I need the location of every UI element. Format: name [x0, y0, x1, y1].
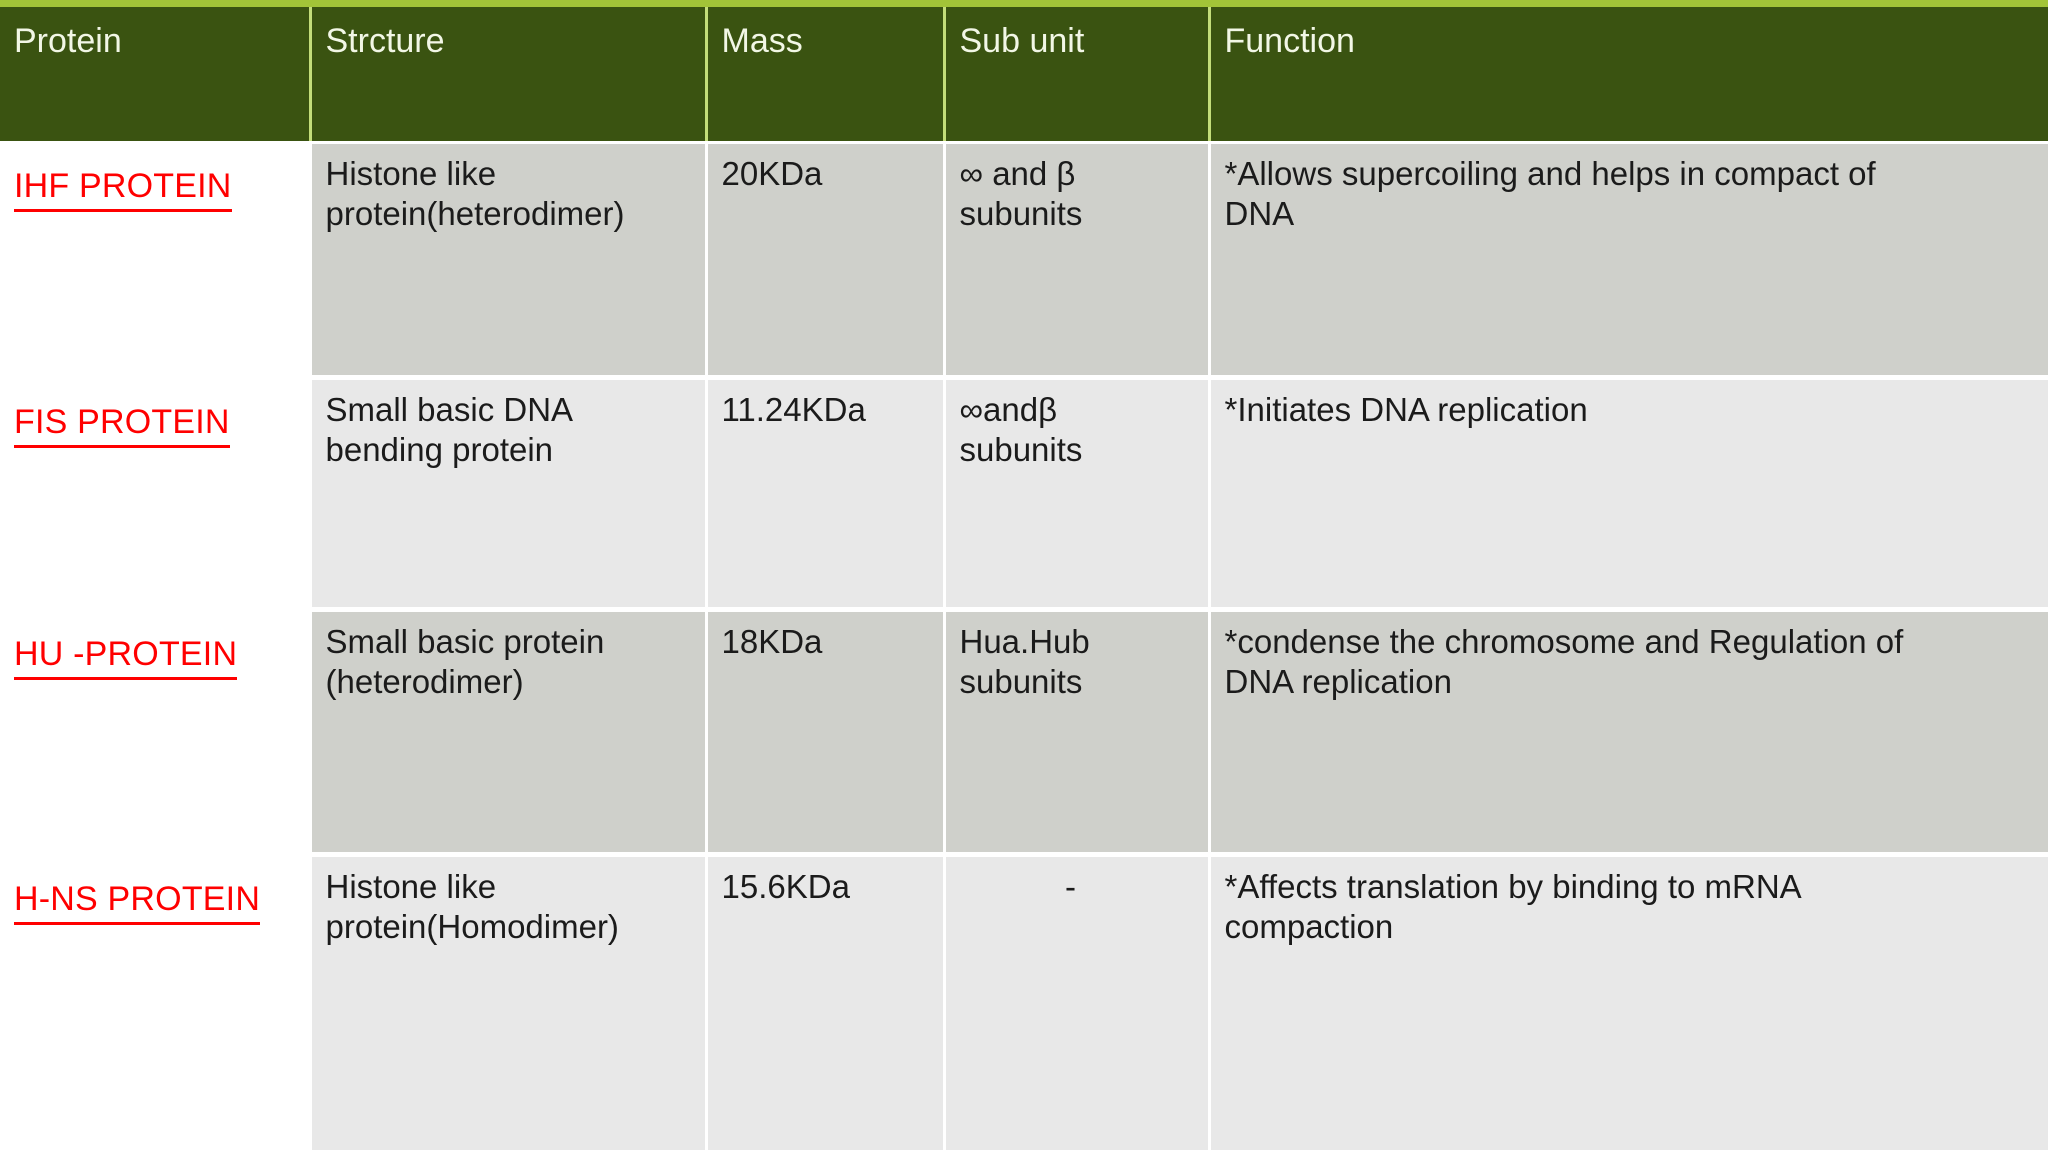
cell-subunit: - [944, 854, 1211, 1152]
cell-structure: Small basic protein (heterodimer) [310, 609, 708, 857]
table-row: H-NS PROTEIN Histone like protein(Homodi… [0, 854, 2048, 1152]
column-header-function: Function [1209, 7, 2048, 144]
cell-function: *condense the chromosome and Regulation … [1209, 609, 2048, 857]
function-line-2: DNA [1224, 194, 1295, 232]
table-row: HU -PROTEIN Small basic protein (heterod… [0, 609, 2048, 857]
cell-mass: 11.24KDa [706, 377, 946, 612]
table-row: FIS PROTEIN Small basic DNA bending prot… [0, 377, 2048, 612]
cell-protein-name: HU -PROTEIN [0, 609, 312, 857]
table-body: IHF PROTEIN Histone like protein(heterod… [0, 142, 2048, 1152]
cell-subunit: ∞andβ subunits [944, 377, 1211, 612]
function-line-1: *Affects translation by binding to mRNA [1224, 867, 1802, 905]
protein-comparison-table: Protein Strcture Mass Sub unit Function … [0, 7, 2048, 1152]
protein-label: H-NS PROTEIN [14, 879, 261, 925]
table-header: Protein Strcture Mass Sub unit Function [0, 7, 2048, 144]
function-line-2: DNA replication [1224, 662, 1452, 700]
function-line-1: *Initiates DNA replication [1224, 390, 1588, 428]
structure-line-2: (heterodimer) [325, 662, 524, 700]
cell-mass: 20KDa [706, 142, 946, 380]
subunit-line-1: - [1065, 867, 1076, 905]
subunit-line-1: ∞ and β [959, 154, 1076, 192]
cell-mass: 15.6KDa [706, 854, 946, 1152]
column-header-protein: Protein [0, 7, 312, 144]
structure-line-2: protein(Homodimer) [325, 907, 619, 945]
function-line-1: *Allows supercoiling and helps in compac… [1224, 154, 1876, 192]
top-accent-bar [0, 0, 2048, 7]
structure-line-2: protein(heterodimer) [325, 194, 625, 232]
cell-function: *Affects translation by binding to mRNA … [1209, 854, 2048, 1152]
cell-protein-name: H-NS PROTEIN [0, 854, 312, 1152]
structure-line-1: Small basic protein [325, 622, 605, 660]
column-header-mass: Mass [706, 7, 946, 144]
subunit-line-1: ∞andβ [959, 390, 1058, 428]
subunit-line-2: subunits [959, 430, 1083, 468]
cell-structure: Small basic DNA bending protein [310, 377, 708, 612]
subunit-line-2: subunits [959, 662, 1083, 700]
structure-line-1: Histone like [325, 867, 497, 905]
cell-protein-name: FIS PROTEIN [0, 377, 312, 612]
cell-protein-name: IHF PROTEIN [0, 142, 312, 380]
function-line-1: *condense the chromosome and Regulation … [1224, 622, 1904, 660]
cell-structure: Histone like protein(heterodimer) [310, 142, 708, 380]
cell-structure: Histone like protein(Homodimer) [310, 854, 708, 1152]
structure-line-2: bending protein [325, 430, 554, 468]
cell-subunit: Hua.Hub subunits [944, 609, 1211, 857]
cell-subunit: ∞ and β subunits [944, 142, 1211, 380]
table-row: IHF PROTEIN Histone like protein(heterod… [0, 142, 2048, 380]
cell-mass: 18KDa [706, 609, 946, 857]
protein-label: FIS PROTEIN [14, 402, 230, 448]
function-line-2: compaction [1224, 907, 1394, 945]
cell-function: *Initiates DNA replication [1209, 377, 2048, 612]
structure-line-1: Small basic DNA [325, 390, 574, 428]
structure-line-1: Histone like [325, 154, 497, 192]
column-header-structure: Strcture [310, 7, 708, 144]
column-header-subunit: Sub unit [944, 7, 1211, 144]
protein-label: IHF PROTEIN [14, 166, 232, 212]
subunit-line-1: Hua.Hub [959, 622, 1090, 660]
table-header-row: Protein Strcture Mass Sub unit Function [0, 7, 2048, 144]
subunit-line-2: subunits [959, 194, 1083, 232]
protein-label: HU -PROTEIN [14, 634, 238, 680]
cell-function: *Allows supercoiling and helps in compac… [1209, 142, 2048, 380]
